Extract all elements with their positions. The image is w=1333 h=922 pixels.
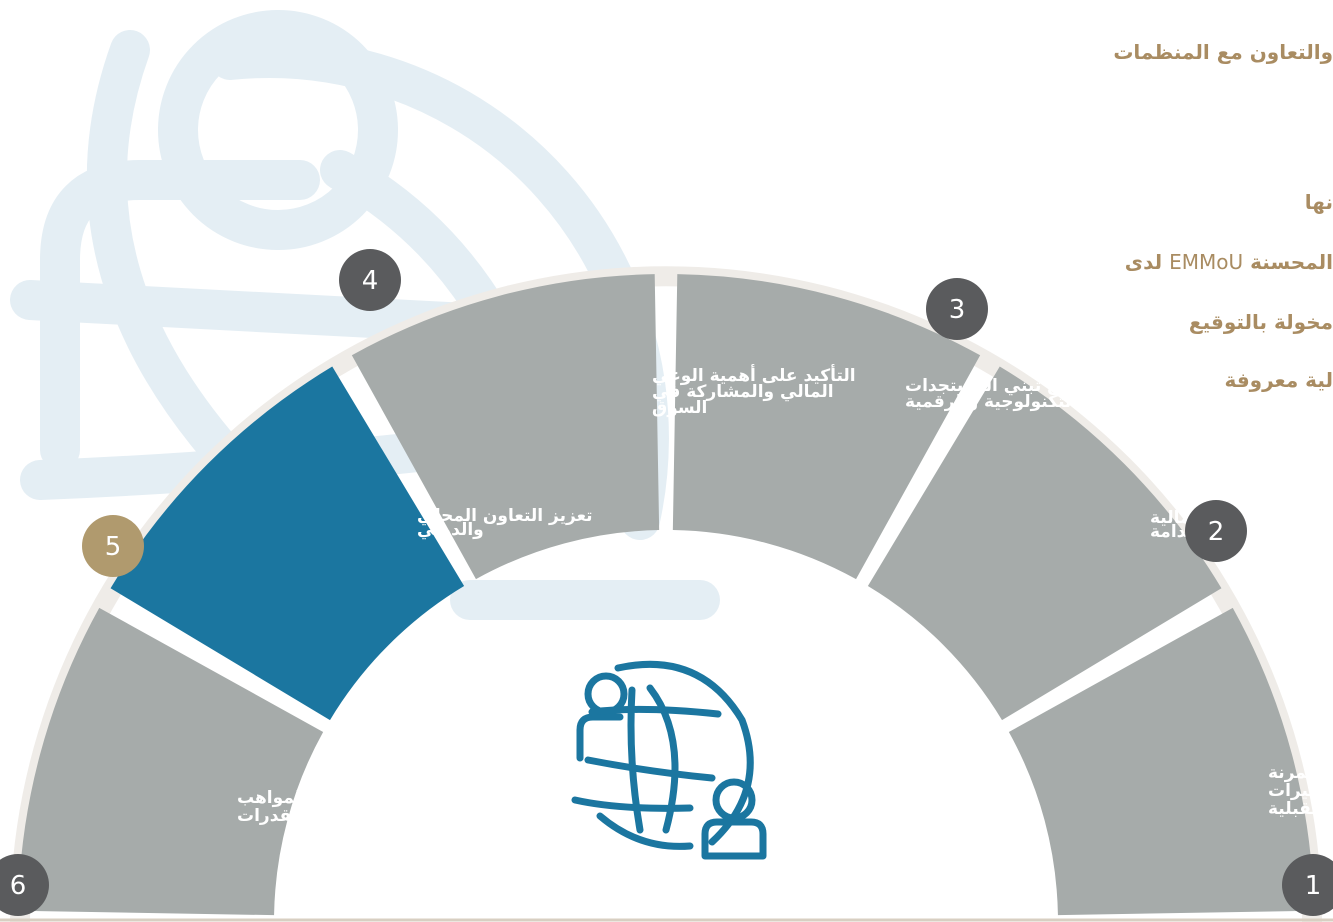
number-badge-circle (1185, 500, 1247, 562)
segment-label-line: تعزيز التعاون المحلي (417, 506, 593, 526)
segment-label-line: سنّ التشريعات المرنة (1268, 763, 1333, 783)
number-badge-circle (82, 515, 144, 577)
arc-segment-5 (110, 366, 465, 721)
segment-label-line: وبناء القدرات (237, 806, 349, 826)
right-text-line-3: المحسنة EMMoU لدى (1125, 250, 1333, 274)
arc-segment-3 (672, 274, 981, 580)
right-text-line-1: والتعاون مع المنظمات (1113, 40, 1333, 64)
number-badge-text: 2 (1208, 517, 1225, 547)
segment-label-1: سنّ التشريعات المرنةلاستيعاب التغيراتالم… (1268, 763, 1333, 819)
segment-label-line: التأكيد على أهمية الوعي (652, 364, 856, 386)
segment-label-line: استقطاب المواهب (237, 788, 395, 808)
people-globe-icon (571, 660, 767, 860)
segment-label-line: المستقبلية (1268, 799, 1333, 819)
number-badge-2: 2 (1185, 500, 1247, 562)
number-badge-circle (339, 249, 401, 311)
segment-label-line: المالي والمشاركة في (652, 382, 834, 402)
right-text-line-3-b: EMMoU (1169, 250, 1244, 274)
segment-label-line: لاستيعاب التغيرات (1268, 781, 1333, 801)
number-badge-text: 1 (1305, 871, 1322, 901)
right-text-line-3-c: لدى (1124, 250, 1163, 274)
number-badge-circle (926, 278, 988, 340)
number-badges: 1 2 3 4 5 6 (0, 249, 1333, 916)
number-badge-6: 6 (0, 854, 49, 916)
number-badge-circle (1282, 854, 1333, 916)
right-text-line-4: مخولة بالتوقيع (1188, 310, 1333, 334)
number-badge-circle (0, 854, 49, 916)
number-badge-text: 6 (10, 871, 27, 901)
segment-label-line: التكنولوجية والرقمية (905, 392, 1077, 412)
arc-segments (18, 274, 1314, 916)
number-badge-text: 5 (105, 532, 122, 562)
number-badge-1: 1 (1282, 854, 1333, 916)
arc-segment-4 (351, 274, 660, 580)
right-text-line-3-a: المحسنة (1250, 250, 1333, 274)
number-badge-text: 4 (362, 266, 379, 296)
right-text-line-2: نها (1304, 190, 1333, 214)
segment-label-line: والدولي (417, 520, 484, 540)
number-badge-5: 5 (82, 515, 144, 577)
number-badge-4: 4 (339, 249, 401, 311)
segment-label-line: تسريع تبني المستجدات (905, 376, 1099, 396)
arc-segment-6 (18, 607, 324, 916)
arc-segment-1 (1008, 607, 1314, 916)
arc-segment-2 (867, 366, 1222, 721)
number-badge-3: 3 (926, 278, 988, 340)
number-badge-text: 3 (949, 295, 966, 325)
right-text-line-5: لية معروفة (1224, 368, 1333, 392)
segment-label-line: السوق (652, 398, 707, 418)
